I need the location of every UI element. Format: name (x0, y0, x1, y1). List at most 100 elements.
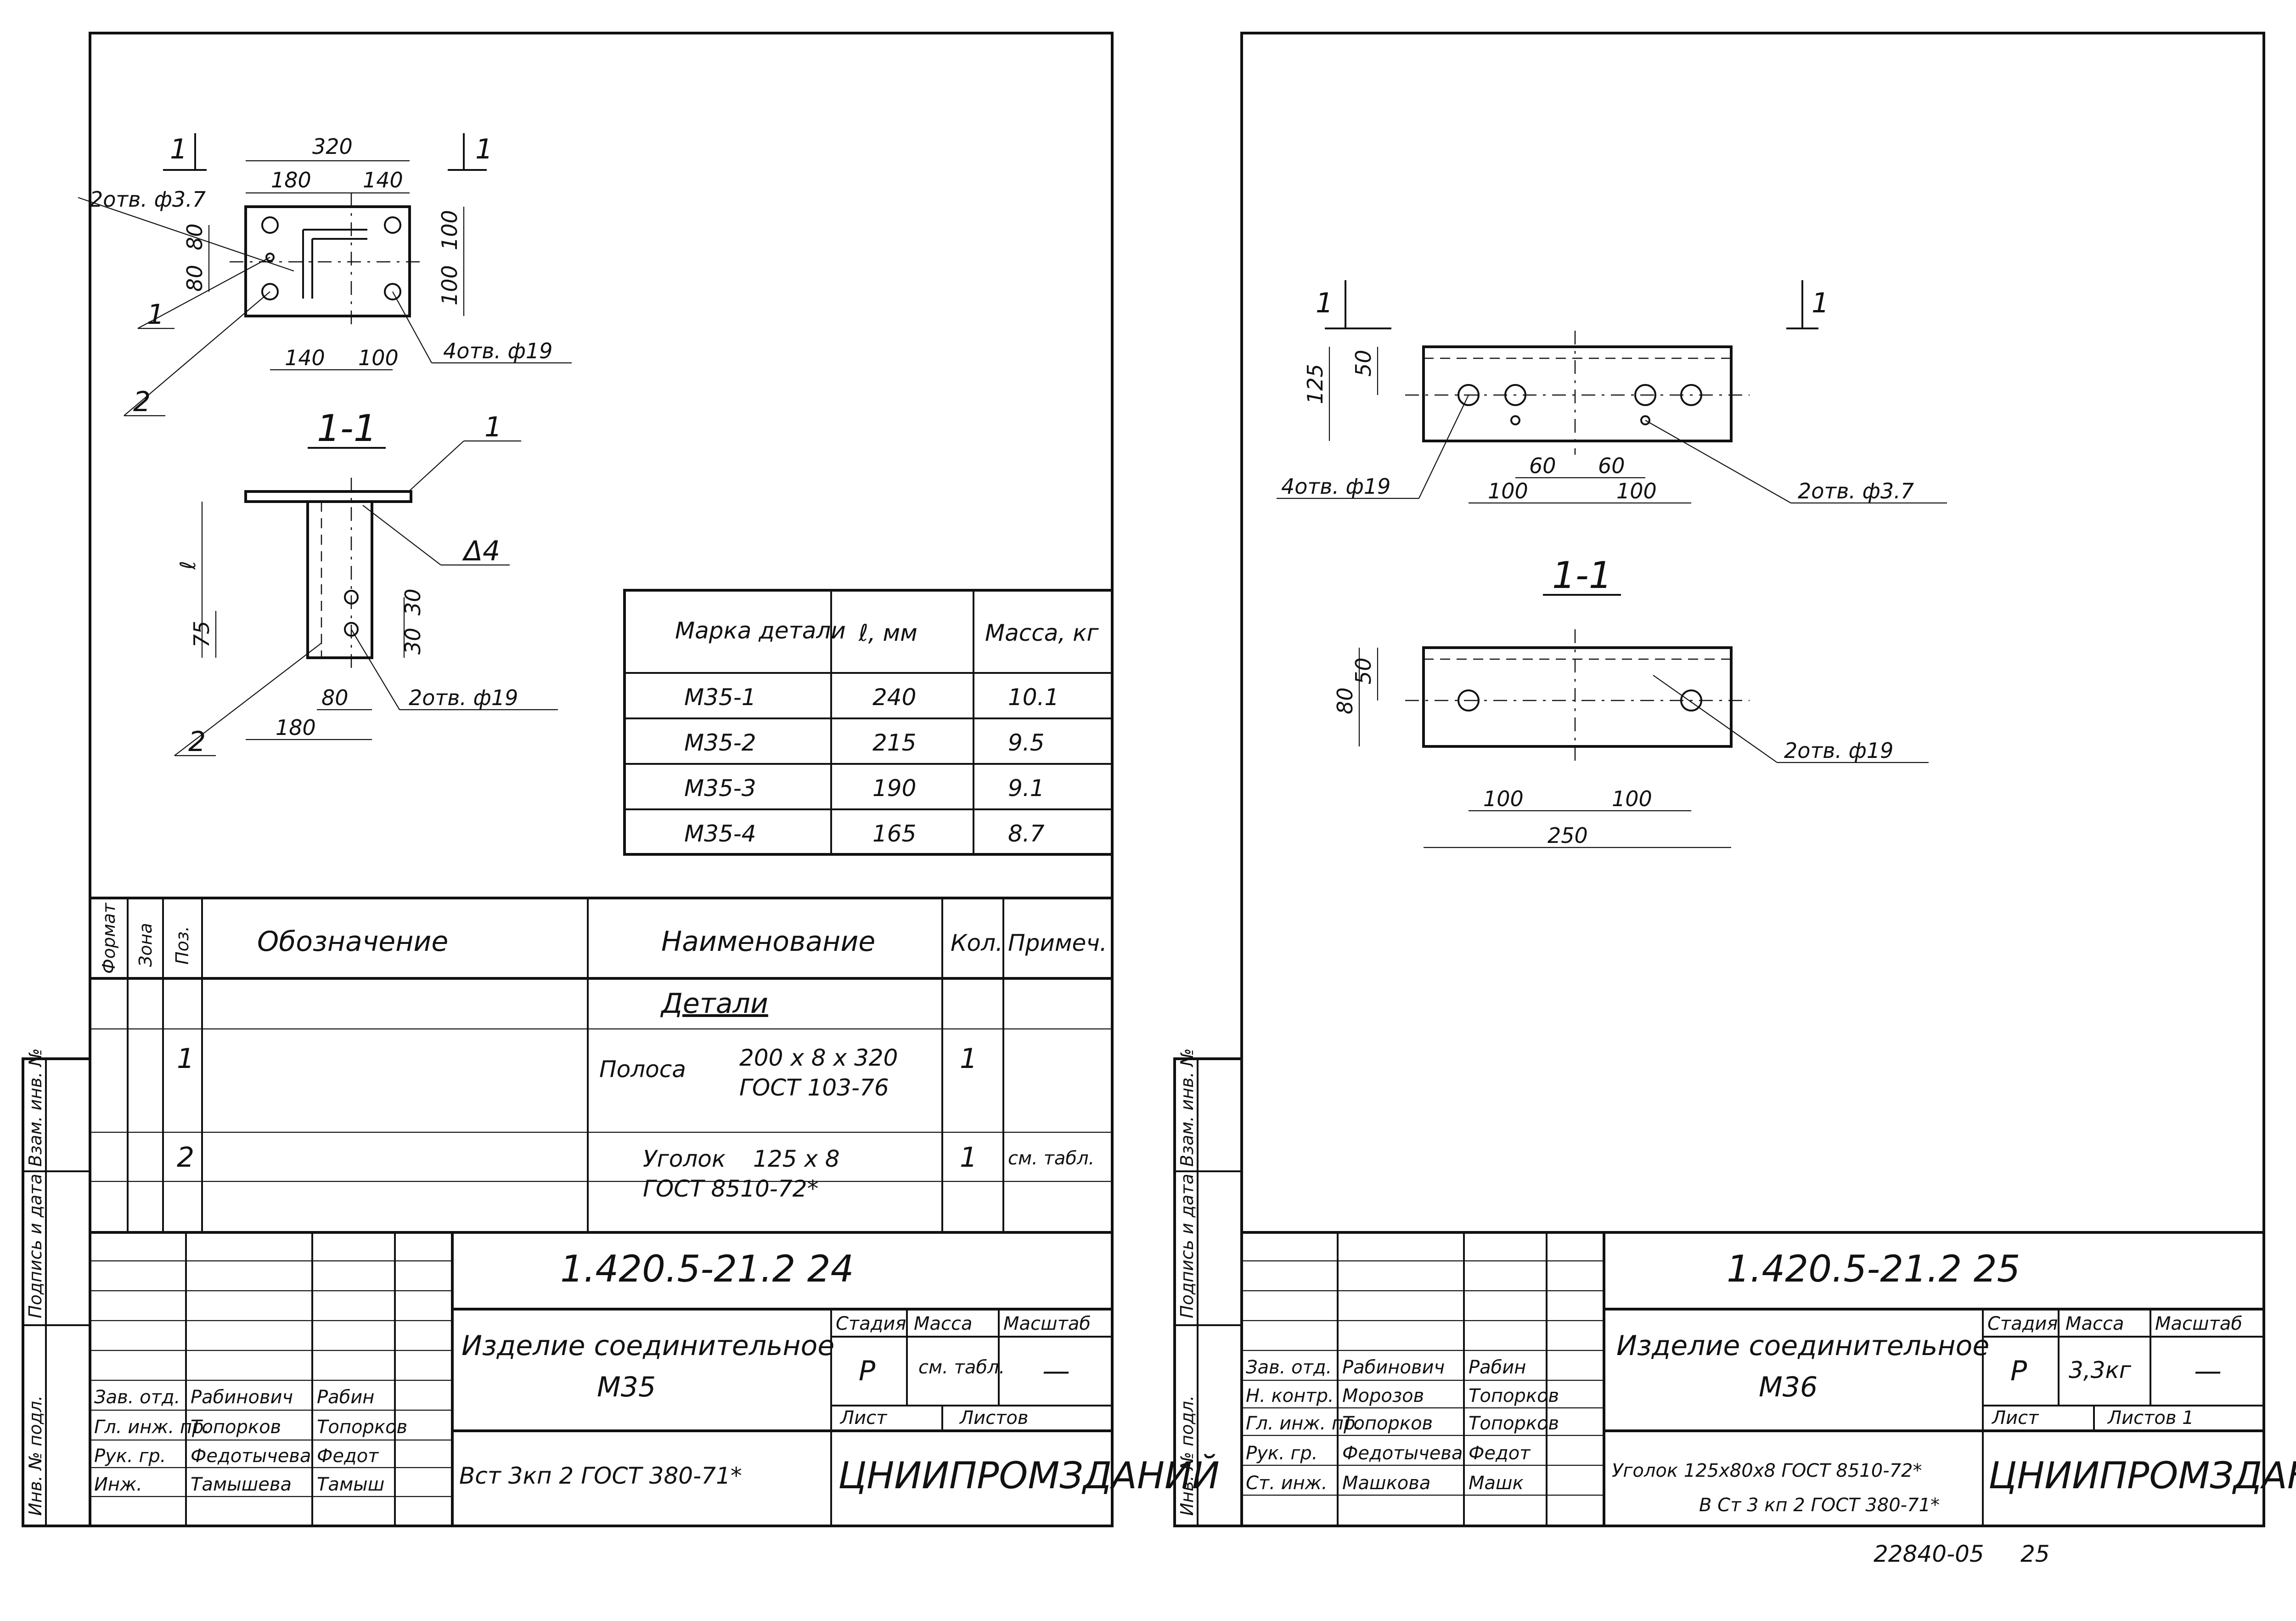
left-scale-label: Масштаб (1003, 1313, 1091, 1334)
staff-role: Гл. инж. пр. (94, 1417, 209, 1438)
left-sec-dim-80: 80 (321, 685, 349, 710)
staff-role: Рук. гр. (1246, 1443, 1318, 1464)
staff-sign: Тамыш (317, 1474, 384, 1495)
spec-col-format: Формат (99, 902, 119, 974)
left-material: Вст 3кп 2 ГОСТ 380-71* (459, 1463, 742, 1489)
right-title-block: 1.420.5-21.2 25 Изделие соединительное М… (1242, 1231, 2296, 1526)
right-sheets-label: Листов 1 (2107, 1407, 2194, 1429)
right-sec-dim-250: 250 (1548, 823, 1588, 848)
table-cell: М35-4 (684, 820, 756, 847)
left-parts-table: Марка детали ℓ, мм Масса, кг М35-1 240 1… (623, 589, 1114, 856)
table-header-length: ℓ, мм (858, 620, 917, 646)
left-side-label-3: Инв. № подл. (25, 1395, 45, 1516)
right-stage: Р (2010, 1355, 2027, 1387)
right-dim-125: 125 (1303, 364, 1328, 404)
spec-row1-spec2: ГОСТ 103-76 (739, 1074, 889, 1101)
right-side-label-3: Инв. № подл. (1177, 1395, 1197, 1516)
right-dim-60a: 60 (1529, 453, 1556, 478)
right-holes-big: 4отв. ф19 (1281, 474, 1390, 499)
spec-col-name: Наименование (661, 926, 875, 958)
right-side-strip (1173, 1057, 1243, 1527)
staff-sign: Федот (317, 1446, 379, 1467)
table-cell: 9.1 (1008, 775, 1045, 802)
left-dim-140: 140 (363, 168, 403, 192)
left-sec-dim-75: 75 (189, 621, 214, 648)
staff-sign: Рабин (1469, 1357, 1526, 1378)
table-cell: М35-1 (684, 684, 756, 711)
right-dim-100a: 100 (1488, 479, 1528, 503)
table-cell: М35-2 (684, 729, 756, 756)
right-mass: 3,3кг (2069, 1357, 2132, 1384)
right-material2: В Ст 3 кп 2 ГОСТ 380-71* (1699, 1495, 1940, 1516)
left-sec-weld: Δ4 (462, 535, 500, 567)
right-sheet: Взам. инв. № Подпись и дата Инв. № подл.… (1173, 32, 2296, 1527)
staff-role: Инж. (94, 1474, 142, 1495)
left-mass: см. табл. (918, 1357, 1005, 1378)
right-holes-small: 2отв. ф3.7 (1798, 479, 1914, 503)
left-sec-dim-30a: 30 (400, 588, 425, 616)
right-scale-label: Масштаб (2155, 1313, 2242, 1334)
right-sec-mark-right: 1 (1812, 287, 1829, 319)
left-dim-140b: 140 (285, 345, 325, 370)
left-sec-dim-l: ℓ (175, 561, 200, 570)
right-organization: ЦНИИПРОМЗДАНИЙ (1988, 1454, 2296, 1497)
right-side-label-2: Подпись и дата (1177, 1174, 1197, 1318)
staff-role: Н. контр. (1246, 1385, 1334, 1406)
staff-sign: Машк (1469, 1473, 1524, 1494)
left-sheets-label: Листов (959, 1407, 1028, 1429)
staff-name: Рабинович (191, 1387, 293, 1408)
left-sec-holes: 2отв. ф19 (409, 685, 518, 710)
footer-page: 25 (2020, 1541, 2050, 1567)
left-section-view: 1-1 ℓ 75 30 30 80 180 1 Δ4 (174, 407, 558, 758)
staff-name: Машкова (1342, 1473, 1430, 1494)
staff-role: Рук. гр. (94, 1446, 166, 1467)
right-product-name: Изделие соединительное (1616, 1330, 1989, 1362)
spec-col-zone: Зона (135, 923, 156, 967)
table-cell: М35-3 (684, 775, 756, 802)
left-sec-mark-left: 1 (170, 133, 187, 165)
spec-row1-name: Полоса (599, 1056, 686, 1083)
left-plan-pos2: 2 (133, 386, 151, 418)
spec-col-designation: Обозначение (257, 926, 448, 958)
left-title-block: 1.420.5-21.2 24 Изделие соединительное М… (90, 1232, 1220, 1526)
left-plan-pos1: 1 (147, 299, 164, 331)
staff-role: Ст. инж. (1246, 1473, 1328, 1494)
right-sheet-label: Лист (1991, 1407, 2039, 1429)
right-dim-50: 50 (1351, 350, 1376, 377)
right-dim-60b: 60 (1598, 453, 1625, 478)
right-doc-code: 1.420.5-21.2 25 (1727, 1248, 2020, 1290)
left-frame (89, 32, 1114, 1527)
left-sec-mark-right: 1 (475, 133, 493, 165)
table-header-mark: Марка детали (675, 617, 846, 644)
left-sec-pos2: 2 (188, 726, 206, 758)
left-doc-code: 1.420.5-21.2 24 (560, 1248, 854, 1290)
left-specification: Формат Зона Поз. Обозначение Наименовани… (90, 897, 1112, 1234)
right-sec-holes: 2отв. ф19 (1784, 738, 1893, 763)
right-section-title: 1-1 (1552, 554, 1612, 597)
staff-name: Федотычева (191, 1446, 311, 1467)
spec-col-qty: Кол. (951, 930, 1003, 956)
footer-code: 22840-05 (1874, 1541, 1984, 1567)
left-sec-pos1: 1 (484, 411, 502, 443)
left-product-mark: М35 (597, 1371, 656, 1403)
spec-row2-spec2: ГОСТ 8510-72* (643, 1175, 818, 1202)
staff-name: Рабинович (1342, 1357, 1445, 1378)
right-material1: Уголок 125x80x8 ГОСТ 8510-72* (1612, 1460, 1922, 1481)
spec-row2-name: Уголок (643, 1146, 726, 1172)
right-sec-mark-left: 1 (1316, 287, 1333, 319)
left-dim-100: 100 (358, 345, 399, 370)
right-frame (1240, 32, 2265, 1527)
left-holes-small: 2отв. ф3.7 (90, 187, 206, 212)
left-sec-dim-30b: 30 (400, 627, 425, 655)
right-section-view: 1-1 80 50 100 100 250 2отв. ф19 (1333, 554, 1929, 848)
staff-sign: Топорков (1469, 1413, 1559, 1434)
left-organization: ЦНИИПРОМЗДАНИЙ (838, 1454, 1220, 1497)
left-holes-big: 4отв. ф19 (443, 339, 552, 363)
left-section-title: 1-1 (317, 407, 377, 450)
left-side-label-2: Подпись и дата (25, 1174, 45, 1318)
right-sec-dim-100a: 100 (1483, 786, 1524, 811)
left-dim-180: 180 (271, 168, 311, 192)
spec-row2-note: см. табл. (1008, 1148, 1094, 1169)
spec-row1-spec1: 200 x 8 x 320 (739, 1045, 898, 1071)
